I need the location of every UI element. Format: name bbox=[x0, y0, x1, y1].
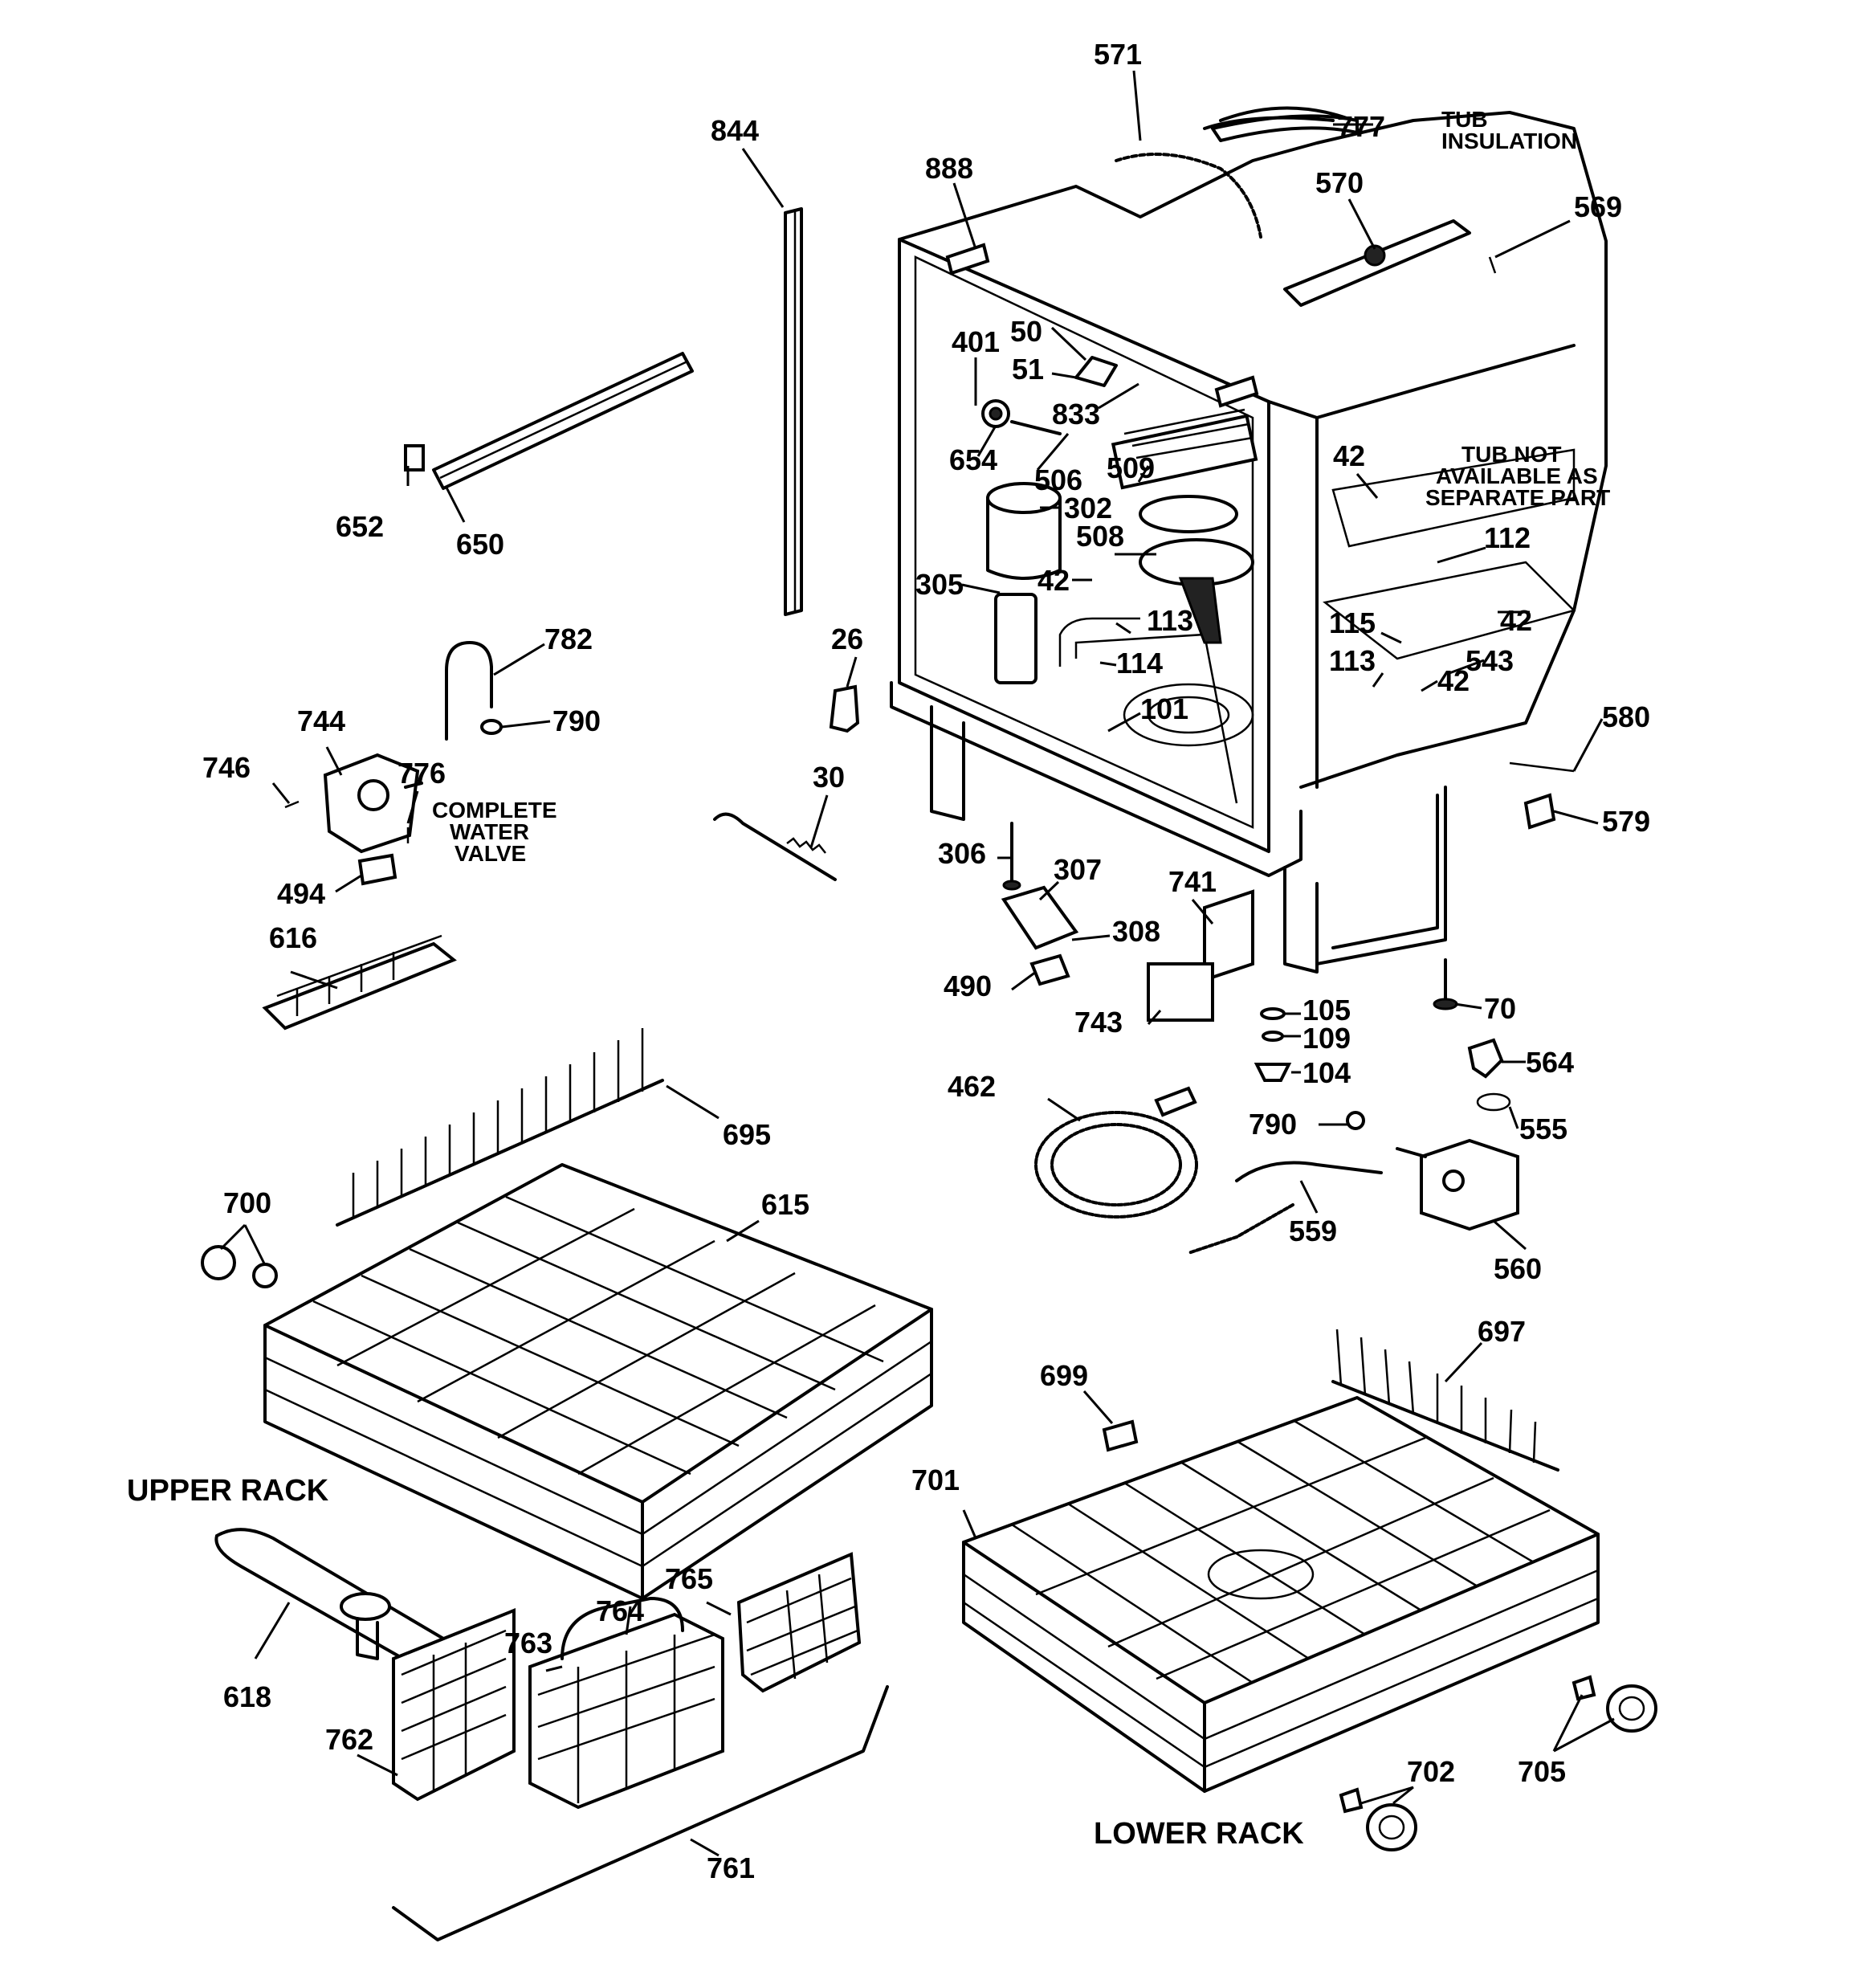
label-695: 695 bbox=[723, 1118, 771, 1151]
tub-assembly bbox=[890, 106, 1608, 1082]
label-508: 508 bbox=[1076, 520, 1124, 553]
label-570: 570 bbox=[1315, 166, 1364, 199]
label-569: 569 bbox=[1574, 190, 1622, 223]
note-tub-not-available-2: AVAILABLE AS bbox=[1436, 463, 1598, 488]
label-70: 70 bbox=[1484, 992, 1516, 1025]
note-tub-not-available-3: SEPARATE PART bbox=[1425, 485, 1610, 510]
label-702: 702 bbox=[1407, 1755, 1455, 1788]
note-water-valve-1: COMPLETE bbox=[432, 798, 557, 823]
label-790a: 790 bbox=[552, 704, 601, 737]
label-654: 654 bbox=[949, 443, 997, 476]
label-42a: 42 bbox=[1333, 439, 1365, 472]
label-305: 305 bbox=[915, 568, 964, 601]
label-888: 888 bbox=[925, 152, 973, 185]
section-titles: UPPER RACK LOWER RACK bbox=[127, 1474, 1304, 1851]
label-490: 490 bbox=[944, 970, 992, 1002]
label-776: 776 bbox=[397, 757, 446, 790]
label-113a: 113 bbox=[1147, 604, 1193, 637]
label-114: 114 bbox=[1116, 647, 1163, 680]
label-509: 509 bbox=[1107, 451, 1155, 484]
part-labels: 571 777 844 888 570 569 401 50 51 833 65… bbox=[202, 38, 1650, 1884]
section-upper-rack: UPPER RACK bbox=[127, 1474, 329, 1508]
note-tub-not-available-1: TUB NOT bbox=[1461, 442, 1561, 467]
label-844: 844 bbox=[711, 114, 759, 147]
label-50: 50 bbox=[1010, 315, 1042, 348]
label-308: 308 bbox=[1112, 915, 1160, 948]
label-543: 543 bbox=[1466, 644, 1514, 677]
label-761: 761 bbox=[707, 1851, 755, 1884]
label-580: 580 bbox=[1602, 700, 1650, 733]
label-763: 763 bbox=[504, 1627, 552, 1659]
label-494: 494 bbox=[277, 877, 325, 910]
notes: TUB INSULATION TUB NOT AVAILABLE AS SEPA… bbox=[432, 107, 1610, 866]
label-26: 26 bbox=[831, 623, 863, 655]
label-579: 579 bbox=[1602, 805, 1650, 838]
label-104: 104 bbox=[1302, 1056, 1351, 1089]
label-401: 401 bbox=[952, 325, 1000, 358]
label-307: 307 bbox=[1054, 853, 1102, 886]
label-782: 782 bbox=[544, 623, 593, 655]
label-701: 701 bbox=[911, 1463, 960, 1496]
label-777: 777 bbox=[1337, 110, 1385, 143]
label-42d: 42 bbox=[1437, 664, 1470, 697]
label-618: 618 bbox=[223, 1680, 271, 1713]
label-833: 833 bbox=[1052, 398, 1100, 431]
label-699: 699 bbox=[1040, 1359, 1088, 1392]
label-615: 615 bbox=[761, 1188, 809, 1221]
label-743: 743 bbox=[1074, 1006, 1123, 1039]
label-560: 560 bbox=[1494, 1252, 1542, 1285]
label-705: 705 bbox=[1518, 1755, 1566, 1788]
lower-rack bbox=[962, 1329, 1657, 1851]
label-113b: 113 bbox=[1329, 644, 1376, 677]
label-765: 765 bbox=[665, 1562, 713, 1595]
label-42c: 42 bbox=[1500, 604, 1532, 637]
leader-lines bbox=[219, 70, 1615, 1857]
label-764: 764 bbox=[596, 1594, 644, 1627]
label-112: 112 bbox=[1484, 521, 1531, 554]
drain-parts bbox=[1034, 1038, 1519, 1255]
label-746: 746 bbox=[202, 751, 251, 784]
label-105: 105 bbox=[1302, 994, 1351, 1027]
label-109: 109 bbox=[1302, 1022, 1351, 1055]
label-101: 101 bbox=[1140, 692, 1188, 725]
label-616: 616 bbox=[269, 921, 317, 954]
label-302: 302 bbox=[1064, 492, 1112, 525]
label-762: 762 bbox=[325, 1723, 373, 1756]
label-462: 462 bbox=[948, 1070, 996, 1103]
silverware-baskets bbox=[392, 1552, 889, 1941]
note-tub-insulation-2: INSULATION bbox=[1441, 129, 1577, 153]
label-506: 506 bbox=[1034, 463, 1082, 496]
note-tub-insulation-1: TUB bbox=[1441, 107, 1488, 132]
section-lower-rack: LOWER RACK bbox=[1094, 1817, 1304, 1851]
label-30: 30 bbox=[813, 761, 845, 794]
label-652: 652 bbox=[336, 510, 384, 543]
label-306: 306 bbox=[938, 837, 986, 870]
label-115: 115 bbox=[1329, 606, 1376, 639]
label-564: 564 bbox=[1526, 1046, 1574, 1079]
label-559: 559 bbox=[1289, 1214, 1337, 1247]
note-water-valve-3: VALVE bbox=[455, 841, 526, 866]
label-744: 744 bbox=[297, 704, 345, 737]
label-555: 555 bbox=[1519, 1112, 1567, 1145]
label-42b: 42 bbox=[1037, 564, 1070, 597]
left-parts bbox=[262, 207, 860, 1031]
label-571: 571 bbox=[1094, 38, 1142, 71]
label-51: 51 bbox=[1012, 353, 1044, 386]
label-741: 741 bbox=[1168, 865, 1217, 898]
note-water-valve-2: WATER bbox=[450, 819, 529, 844]
label-790b: 790 bbox=[1249, 1108, 1297, 1141]
label-697: 697 bbox=[1478, 1315, 1526, 1348]
label-650: 650 bbox=[456, 528, 504, 561]
label-700: 700 bbox=[223, 1186, 271, 1219]
